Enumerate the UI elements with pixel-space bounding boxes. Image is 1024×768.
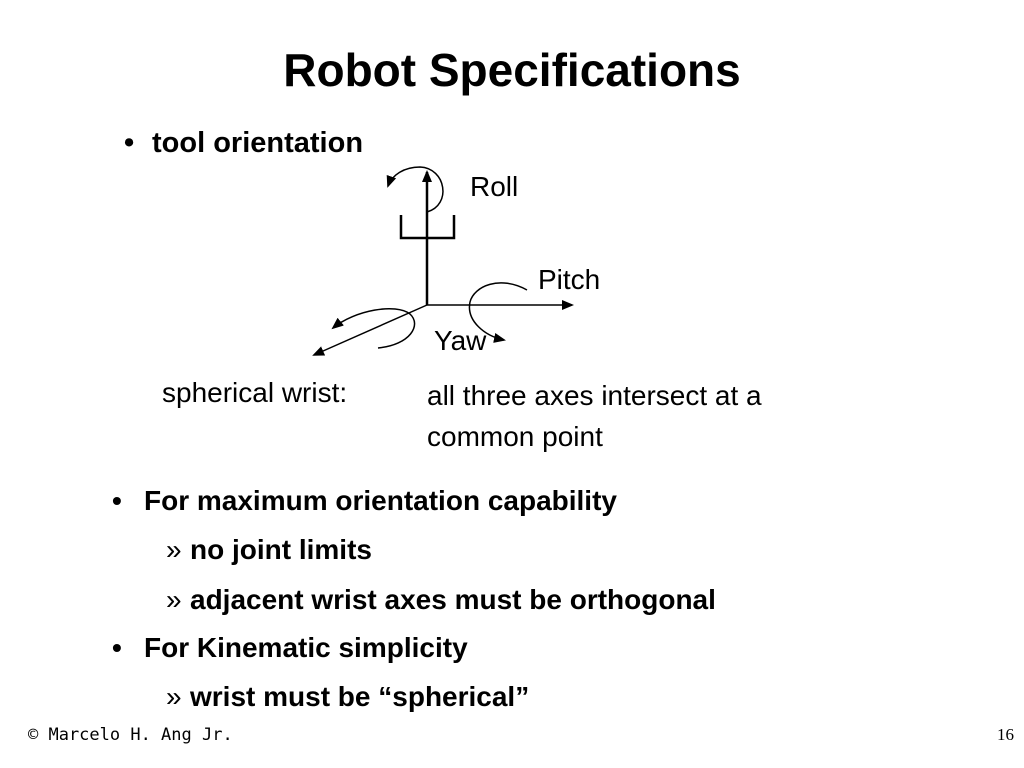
sub-bullet-mark: » (166, 681, 182, 712)
sub-bullet-mark: » (166, 584, 182, 615)
roll-label: Roll (470, 171, 519, 202)
page-number: 16 (997, 725, 1014, 744)
gripper (399, 215, 456, 240)
sub-orthogonal-axes-label: adjacent wrist axes must be orthogonal (190, 584, 716, 615)
bullet-kinematic-simplicity-label: For Kinematic simplicity (144, 632, 468, 663)
slide-title: Robot Specifications (283, 44, 741, 96)
bullet-dot: • (112, 485, 122, 516)
bullet-max-orientation-label: For maximum orientation capability (144, 485, 617, 516)
yaw-label: Yaw (434, 325, 487, 356)
bullet-dot: • (112, 632, 122, 663)
bullet-tool-orientation-label: tool orientation (152, 127, 364, 159)
footer-author: © Marcelo H. Ang Jr. (28, 725, 233, 745)
sub-orthogonal-axes: » adjacent wrist axes must be orthogonal (166, 583, 716, 617)
pitch-rotation-arrow (468, 282, 528, 343)
yaw-rotation-arrow (331, 308, 416, 349)
spherical-wrist-definition: all three axes intersect at a common poi… (427, 380, 762, 452)
spherical-wrist-term: spherical wrist: (162, 377, 348, 408)
sub-no-joint-limits: » no joint limits (166, 533, 372, 567)
yaw-axis (312, 304, 428, 356)
sub-bullet-mark: » (166, 534, 182, 565)
bullet-kinematic-simplicity: • For Kinematic simplicity (112, 631, 468, 665)
bullet-dot: • (124, 127, 135, 159)
sub-no-joint-limits-label: no joint limits (190, 534, 372, 565)
roll-rotation-arrow (386, 166, 444, 213)
sub-spherical-wrist: » wrist must be “spherical” (166, 680, 529, 714)
bullet-tool-orientation: • tool orientation (124, 126, 363, 160)
bullet-max-orientation: • For maximum orientation capability (112, 484, 617, 518)
sub-spherical-wrist-label: wrist must be “spherical” (190, 681, 530, 712)
pitch-label: Pitch (538, 264, 601, 295)
